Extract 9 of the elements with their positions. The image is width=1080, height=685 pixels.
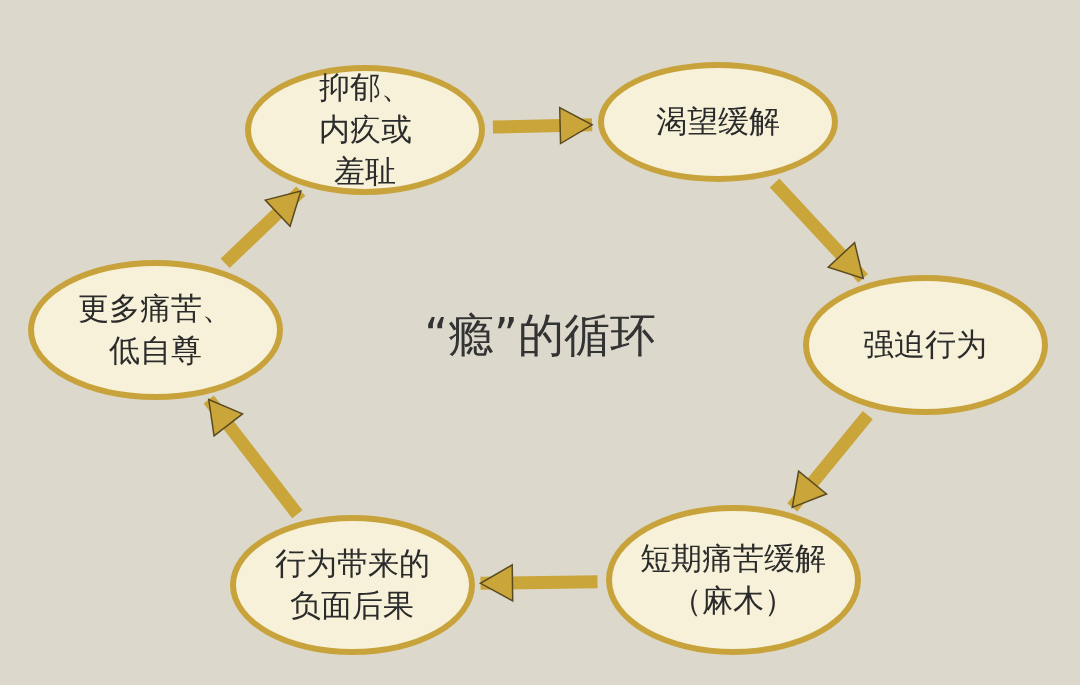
- node-text: 短期痛苦缓解（麻木）: [639, 539, 827, 620]
- node-text: 更多痛苦、低自尊: [76, 289, 234, 370]
- node-text: 强迫行为: [862, 325, 988, 365]
- arrow: [492, 106, 593, 145]
- node-text: 渴望缓解: [655, 102, 781, 142]
- arrow: [479, 564, 598, 602]
- node-text: 抑郁、内疚或羞耻: [317, 68, 413, 191]
- title: “瘾”的循环: [423, 307, 657, 364]
- node-text: 行为带来的负面后果: [273, 544, 431, 625]
